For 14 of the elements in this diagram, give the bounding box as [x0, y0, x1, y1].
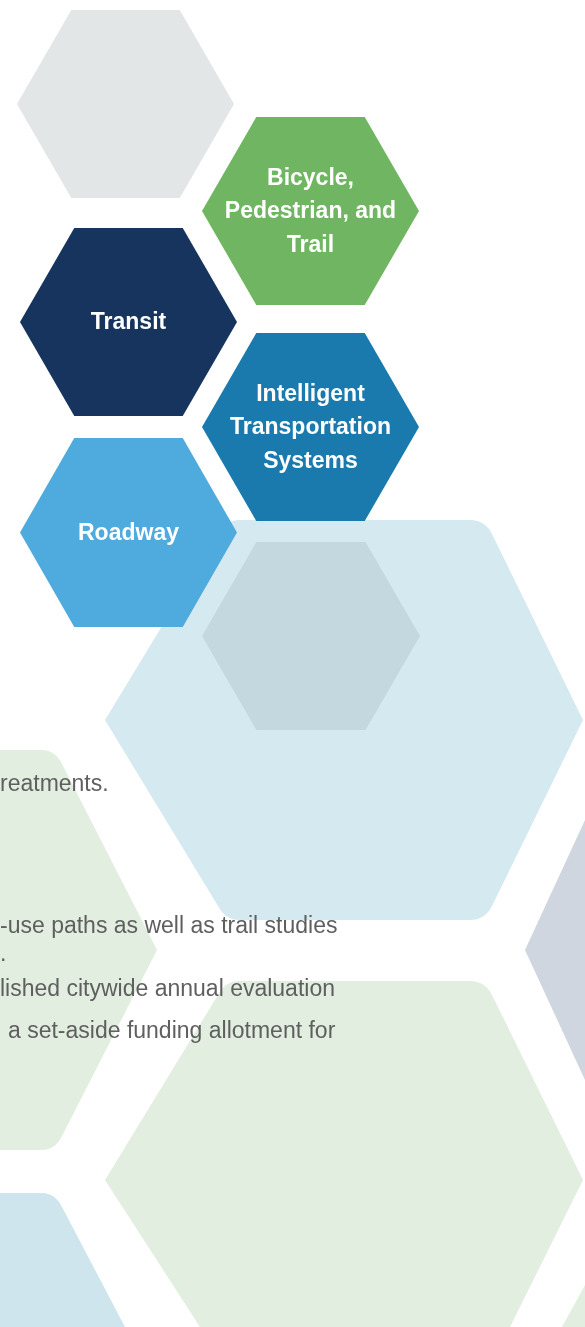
- hexagon-label: Bicycle, Pedestrian, and Trail: [223, 163, 398, 259]
- body-text-fragment: a set-aside funding allotment for: [8, 1016, 336, 1045]
- hexagon-node: [20, 438, 237, 627]
- hexagon-label: Transit: [89, 307, 168, 337]
- hexagon-label: Intelligent Transportation Systems: [229, 379, 392, 475]
- body-text-fragment: .: [0, 939, 7, 968]
- body-text-fragment: lished citywide annual evaluation: [0, 974, 335, 1003]
- body-text-fragment: reatments.: [0, 769, 109, 798]
- hexagon-node: [202, 542, 420, 730]
- hexagon-node: [202, 117, 419, 305]
- hexagon-node: [20, 228, 237, 416]
- body-text-fragment: -use paths as well as trail studies: [0, 911, 338, 940]
- hexagon-label: Roadway: [77, 517, 180, 547]
- hexagon-node: [17, 10, 234, 198]
